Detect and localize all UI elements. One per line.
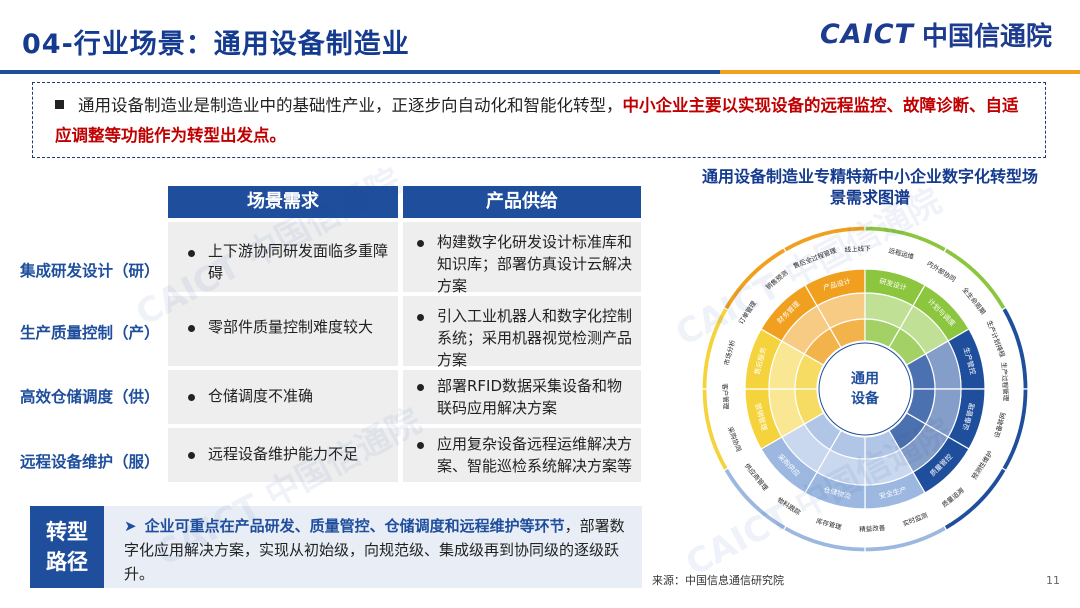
outer-label: 全生命周期	[960, 285, 988, 316]
demand-cell: 零部件质量控制难度较大	[168, 296, 398, 366]
intro-text: 通用设备制造业是制造业中的基础性产业，正逐步向自动化和智能化转型，	[78, 96, 623, 115]
outer-label: 采购协同	[726, 425, 744, 452]
bullet-icon	[188, 250, 195, 257]
outer-label: 质量追溯	[940, 486, 966, 509]
core-ring-segment	[803, 327, 842, 366]
intro-highlight: 中小企业主要以实现设备的远程监控、故障诊断、自适应调整等功能作为转型出发点。	[55, 96, 1019, 145]
bullet-icon	[188, 394, 195, 401]
supply-text: 应用复杂设备远程运维解决方案、智能巡检系统解决方案等	[437, 435, 633, 475]
header-rule	[0, 70, 1080, 74]
square-bullet-icon	[55, 100, 64, 109]
outer-label: 供应商管理	[743, 461, 771, 492]
wheel-svg: 售后全过程管理线上线下远程运维内外部协同全生命周期生产计划排程生产过程管理设备联…	[701, 225, 1029, 553]
outer-ring-segment	[723, 247, 787, 311]
chart-title: 通用设备制造业专精特新中小企业数字化转型场景需求图谱	[701, 167, 1038, 207]
wheel-center	[818, 342, 912, 436]
page-number: 11	[1046, 574, 1060, 587]
demand-cell: 仓储调度不准确	[168, 370, 398, 424]
row-label-warehouse: 高效仓储调度（供）	[20, 388, 160, 406]
supply-cell: 部署RFID数据采集设备和物联码应用解决方案	[403, 370, 641, 424]
demand-text: 零部件质量控制难度较大	[208, 318, 374, 336]
source-note: 来源：中国信息通信研究院	[652, 574, 784, 587]
outer-label: 实时监测	[901, 510, 929, 528]
path-tag-text: 转型路径	[46, 520, 88, 574]
outer-label: 设备联网	[992, 411, 1007, 438]
page-title: 04-行业场景：通用设备制造业	[22, 29, 410, 60]
outer-label: 远程运维	[888, 246, 916, 262]
supply-text: 部署RFID数据采集设备和物联码应用解决方案	[437, 377, 623, 417]
bullet-icon	[417, 240, 424, 247]
bullet-icon	[417, 442, 424, 449]
demand-text: 仓储调度不准确	[208, 387, 314, 405]
logo-en: CAICT	[819, 19, 914, 50]
col-header-supply: 产品供给	[403, 186, 641, 218]
col-header-demand: 场景需求	[168, 186, 398, 218]
demand-cell: 远程设备维护能力不足	[168, 428, 398, 482]
path-tag: 转型路径	[30, 506, 104, 588]
demand-text: 上下游协同研发面临多重障碍	[208, 242, 389, 282]
arrow-right-icon: ➤	[124, 517, 137, 535]
outer-label: 预测性维护	[969, 449, 994, 481]
row-label-rd: 集成研发设计（研）	[20, 262, 160, 280]
wheel-center-label: 通用	[851, 371, 879, 387]
outer-label: 精益改善	[859, 523, 886, 533]
outer-ring-segment	[1001, 388, 1029, 472]
row-label-production: 生产质量控制（产）	[20, 324, 160, 342]
bullet-icon	[417, 384, 424, 391]
supply-cell: 应用复杂设备远程运维解决方案、智能巡检系统解决方案等	[403, 428, 641, 482]
demand-text: 远程设备维护能力不足	[208, 445, 359, 463]
logo-cn: 中国信通院	[921, 22, 1052, 52]
outer-label: 生产计划排程	[985, 319, 1008, 359]
path-text: ，部署数字化应用解决方案，实现从初始级，向规范级、集成级再到协同级的逐级跃升。	[124, 517, 625, 583]
bullet-icon	[417, 314, 424, 321]
bullet-icon	[188, 452, 195, 459]
supply-text: 引入工业机器人和数字化控制系统；采用机器视觉检测产品方案	[437, 307, 633, 369]
supply-cell: 引入工业机器人和数字化控制系统；采用机器视觉检测产品方案	[403, 296, 641, 369]
outer-label: 生产过程管理	[1000, 362, 1011, 402]
wheel-center-label: 设备	[851, 390, 880, 407]
outer-label: 线上线下	[844, 243, 871, 253]
row-label-maintenance: 远程设备维护（服）	[20, 453, 160, 471]
supply-cell: 构建数字化研发设计标准库和知识库；部署仿真设计云解决方案	[403, 222, 641, 295]
outer-label: 内外部协同	[925, 259, 957, 284]
scenario-wheel-diagram: 售后全过程管理线上线下远程运维内外部协同全生命周期生产计划排程生产过程管理设备联…	[690, 214, 1040, 568]
bullet-icon	[188, 325, 195, 332]
path-bold-text: 企业可重点在产品研发、质量管控、仓储调度和远程维护等环节	[144, 517, 565, 535]
outer-label: 市场分析	[722, 338, 738, 366]
caict-logo: CAICT 中国信通院	[820, 16, 1052, 53]
demand-cell: 上下游协同研发面临多重障碍	[168, 222, 398, 292]
path-box: ➤ 企业可重点在产品研发、质量管控、仓储调度和远程维护等环节，部署数字化应用解决方…	[104, 506, 642, 588]
outer-label: 客户管理	[721, 383, 731, 410]
supply-text: 构建数字化研发设计标准库和知识库；部署仿真设计云解决方案	[437, 233, 633, 295]
intro-box: 通用设备制造业是制造业中的基础性产业，正逐步向自动化和智能化转型，中小企业主要以…	[32, 82, 1046, 158]
